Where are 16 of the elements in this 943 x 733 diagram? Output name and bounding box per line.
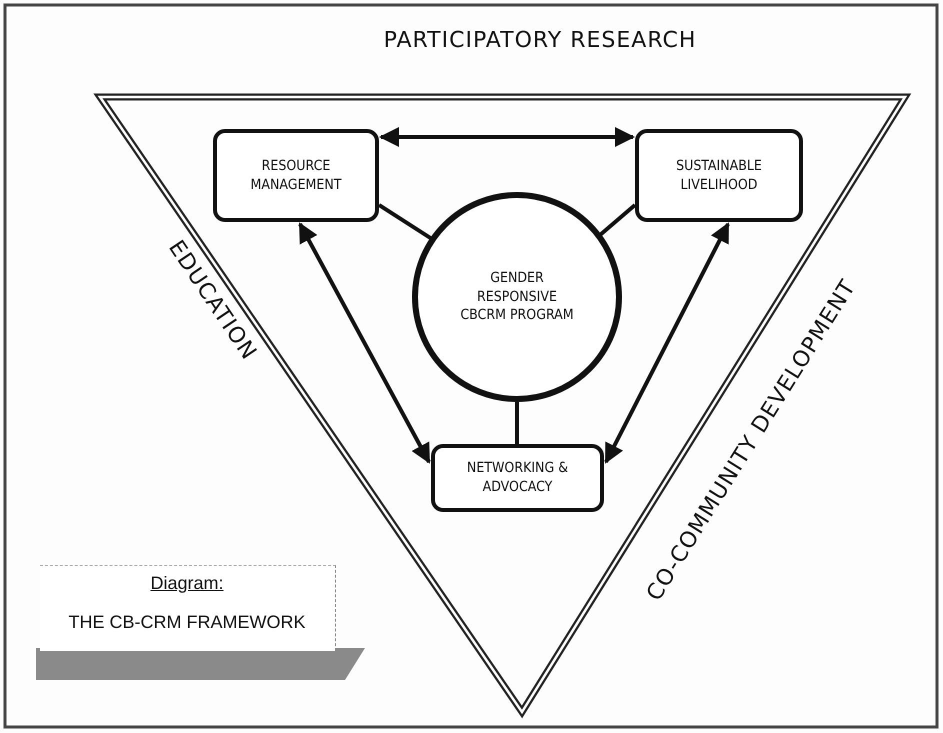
title: THE CB-CRM FRAMEWORK [68,612,306,632]
node-text: RESOURCE MANAGEMENT [250,156,342,194]
process-box [213,129,379,222]
connector-line [515,402,519,444]
node-text: GENDER RESPONSIVE CBCRM PROGRAM [459,268,575,326]
connector-line [378,203,434,241]
double-arrow [298,222,431,464]
double-arrow [379,127,635,147]
process-box [635,129,803,222]
double-arrow [604,222,730,464]
side-label: PARTICIPATORY RESEARCH [384,28,696,52]
card-heading: Diagram: [150,572,224,594]
connector-line [598,203,636,237]
node-text: NETWORKING & ADVOCACY [466,459,570,497]
node-text: SUSTAINABLE LIVELIHOOD [675,156,763,194]
process-box [431,444,604,512]
